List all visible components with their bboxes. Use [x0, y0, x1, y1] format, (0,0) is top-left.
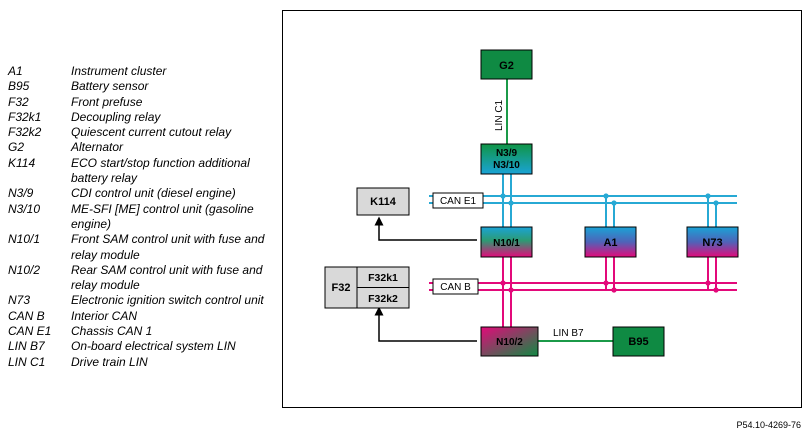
network-svg: G2 LIN C1 N3/9 N3/10 K114 CAN E1 N10/1 A…: [324, 49, 739, 357]
legend-row: K114 ECO start/stop function additional b…: [8, 156, 271, 187]
k114-box: [356, 187, 410, 216]
n3-10-label: N3/10: [493, 160, 520, 171]
legend-code: K114: [8, 155, 36, 170]
legend-row: B95 Battery sensor: [8, 79, 271, 94]
legend-desc: Chassis CAN 1: [71, 324, 153, 339]
legend-code: N10/1: [8, 232, 41, 247]
g2-label: G2: [499, 60, 514, 72]
legend-desc: Battery sensor: [71, 79, 149, 94]
legend-desc: Quiescent current cutout relay: [71, 125, 232, 140]
legend-row: CAN B Interior CAN: [8, 309, 271, 324]
legend-row: LIN C1 Drive train LIN: [8, 355, 271, 370]
legend-row: F32 Front prefuse: [8, 95, 271, 110]
n10-2-box: [480, 326, 539, 357]
legend-row: F32k1 Decoupling relay: [8, 110, 271, 125]
a1-label: A1: [603, 237, 617, 249]
legend-desc: Front SAM control unit with fuse and rel…: [71, 232, 265, 262]
legend-desc: ME-SFI [ME] control unit (gasoline engin…: [71, 201, 254, 231]
f32k2-label: F32k2: [368, 293, 398, 305]
f32-label: F32: [332, 282, 351, 294]
legend-code: A1: [8, 64, 23, 78]
legend-code: F32k2: [8, 125, 42, 140]
legend-row: LIN B7 On-board electrical system LIN: [8, 339, 271, 354]
legend-code: N3/10: [8, 201, 41, 216]
n10-2-label: N10/2: [496, 337, 523, 348]
junction-dot: [500, 193, 506, 199]
junction-dot: [705, 193, 711, 199]
junction-dot: [611, 200, 617, 206]
legend-row: N3/9 CDI control unit (diesel engine): [8, 186, 271, 201]
legend-desc: Rear SAM control unit with fuse and rela…: [71, 262, 263, 293]
g2-box: [480, 49, 533, 80]
can-b-label-box: [432, 278, 479, 295]
legend-desc: Front prefuse: [71, 94, 143, 109]
legend-code: G2: [8, 140, 25, 155]
junction-dot: [705, 280, 711, 286]
document-id: P54.10-4269-76: [736, 420, 801, 430]
legend-code: LIN C1: [8, 354, 46, 369]
legend-desc: Electronic ignition switch control unit: [71, 293, 264, 308]
n3-9-label: N3/9: [496, 148, 518, 159]
legend-code: B95: [8, 79, 30, 94]
lin-c1-label: LIN C1: [494, 99, 505, 131]
n10-1-label: N10/1: [493, 238, 520, 249]
legend-desc: Interior CAN: [71, 308, 138, 323]
legend-code: N73: [8, 293, 31, 308]
legend-code: CAN B: [8, 308, 45, 323]
junction-dot: [603, 280, 609, 286]
legend: A1 Instrument cluster B95 Battery sensor F…: [8, 64, 271, 370]
legend-code: F32: [8, 94, 29, 109]
n73-label: N73: [702, 237, 722, 249]
legend-row: G2 Alternator: [8, 140, 271, 155]
legend-row: N10/1 Front SAM control unit with fuse an…: [8, 232, 271, 263]
legend-desc: ECO start/stop function additional batte…: [71, 155, 250, 186]
legend-desc: On-board electrical system LIN: [71, 339, 236, 354]
junction-dot: [508, 200, 514, 206]
b95-box: [612, 326, 665, 357]
legend-code: LIN B7: [8, 339, 45, 354]
legend-desc: Instrument cluster: [71, 64, 167, 78]
can-e1-label-box: [432, 192, 484, 209]
legend-desc: Alternator: [71, 140, 124, 155]
junction-dot: [611, 287, 617, 293]
k114-control-wire: [374, 216, 477, 241]
junction-dot: [713, 200, 719, 206]
f32k1-label: F32k1: [368, 272, 398, 284]
legend-row: A1 Instrument cluster: [8, 64, 271, 79]
can-e1-label: CAN E1: [440, 196, 477, 207]
can-b-label: CAN B: [440, 282, 471, 293]
junction-dot: [500, 280, 506, 286]
a1-box: [584, 226, 637, 258]
junction-dot: [603, 193, 609, 199]
n73-box: [686, 226, 739, 258]
junction-dot: [713, 287, 719, 293]
f32-control-wire: [374, 306, 477, 342]
n10-1-box: [480, 226, 533, 258]
legend-code: F32k1: [8, 109, 42, 124]
legend-row: N10/2 Rear SAM control unit with fuse and…: [8, 263, 271, 294]
b95-label: B95: [628, 336, 648, 348]
network-diagram: G2 LIN C1 N3/9 N3/10 K114 CAN E1 N10/1 A…: [282, 10, 802, 408]
legend-code: N10/2: [8, 262, 41, 277]
legend-row: F32k2 Quiescent current cutout relay: [8, 125, 271, 140]
legend-row: CAN E1 Chassis CAN 1: [8, 324, 271, 339]
junction-dot: [508, 287, 514, 293]
legend-code: CAN E1: [8, 324, 52, 339]
legend-desc: Drive train LIN: [71, 354, 148, 369]
lin-b7-label: LIN B7: [553, 328, 584, 339]
legend-desc: Decoupling relay: [71, 109, 161, 124]
n3-box: [480, 143, 533, 175]
legend-code: N3/9: [8, 186, 34, 201]
k114-label: K114: [370, 196, 397, 208]
legend-row: N73 Electronic ignition switch control un…: [8, 293, 271, 308]
legend-desc: CDI control unit (diesel engine): [71, 186, 236, 201]
legend-row: N3/10 ME-SFI [ME] control unit (gasoline …: [8, 202, 271, 233]
